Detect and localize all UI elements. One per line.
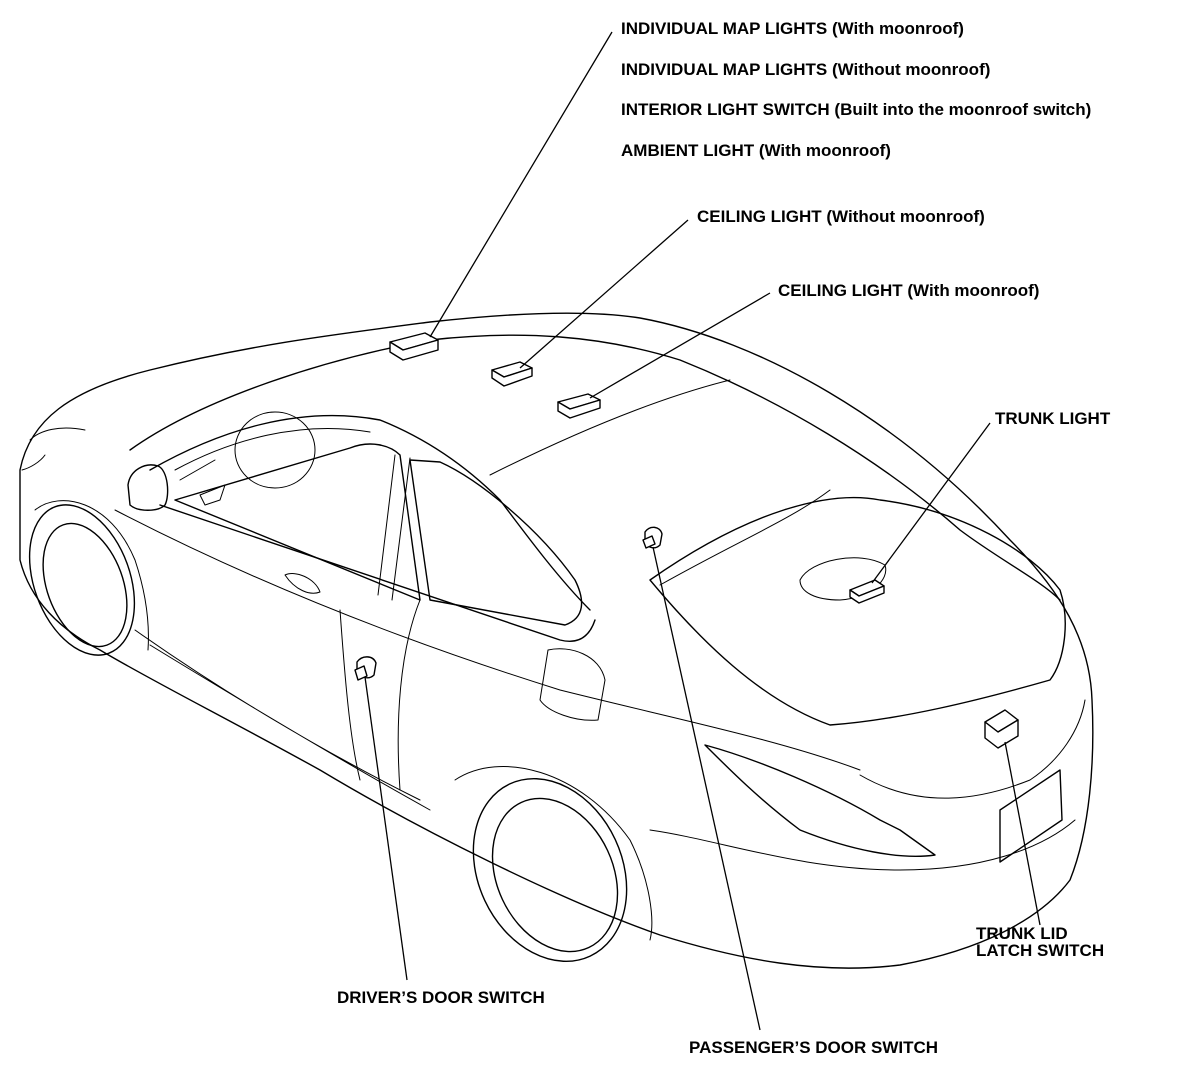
leader-map-lights [429,31,613,338]
b-pillar [377,454,411,601]
roof-rear-edge [489,379,731,476]
windshield-inner [174,427,371,471]
rear-bumper [649,819,1076,871]
hood-line [21,427,86,471]
rear-fascia [859,699,1086,799]
map-lights-component [389,332,439,361]
trunk-light-component [849,579,885,604]
rear-door-edge [339,599,421,791]
door-handle [284,573,321,594]
components [354,332,1019,749]
label-ceiling-light-with: CEILING LIGHT (With moonroof) [778,281,1039,300]
rear-wheel [454,766,653,963]
leader-passenger-door [652,546,761,1031]
label-ambient-light: AMBIENT LIGHT (With moonroof) [621,141,891,160]
leader-trunk-light [871,422,991,584]
leader-lines [364,31,1041,1031]
driver-door-switch-component [354,656,377,681]
label-ceiling-light-without: CEILING LIGHT (Without moonroof) [697,207,985,226]
leader-trunk-latch [1004,741,1041,926]
label-map-lights-without: INDIVIDUAL MAP LIGHTS (Without moonroof) [621,60,990,79]
fuel-door [539,648,606,721]
roof-outline [129,334,1061,601]
rear-quarter-window [409,459,583,626]
front-door-window [174,443,421,601]
trunk-light-well [799,557,887,601]
labels: INDIVIDUAL MAP LIGHTS (With moonroof) IN… [337,19,1111,1057]
steering-wheel [234,411,316,489]
license-plate-area [999,769,1063,863]
leader-driver-door [364,676,408,981]
door-sill-line [134,629,431,811]
label-passenger-door-switch: PASSENGER’S DOOR SWITCH [689,1038,938,1057]
trunk-latch-switch-component [984,709,1019,749]
label-driver-door-switch: DRIVER’S DOOR SWITCH [337,988,545,1007]
label-interior-light-switch: INTERIOR LIGHT SWITCH (Built into the mo… [621,100,1091,119]
passenger-door-switch-component [642,526,663,549]
ceiling-light-with-component [557,393,601,419]
trunk-lid-inner [659,489,831,586]
label-trunk-light: TRUNK LIGHT [995,409,1111,428]
tail-light-left [704,744,936,857]
label-map-lights-with: INDIVIDUAL MAP LIGHTS (With moonroof) [621,19,964,38]
window-belt-line [159,504,596,642]
windshield-frame [149,414,591,611]
leader-ceiling-with [589,292,771,399]
front-wheel [28,500,149,656]
dashboard-detail [179,459,226,506]
car-illustration [19,312,1094,969]
car-body-outline [19,312,1094,969]
label-trunk-latch-line2: LATCH SWITCH [976,941,1104,960]
trunk-lid [649,496,1066,726]
side-feature-line [114,509,861,771]
leader-ceiling-without [519,219,689,369]
ceiling-light-without-component [491,361,533,387]
side-mirror [127,464,169,511]
label-trunk-latch-line1: TRUNK LID [976,924,1068,943]
